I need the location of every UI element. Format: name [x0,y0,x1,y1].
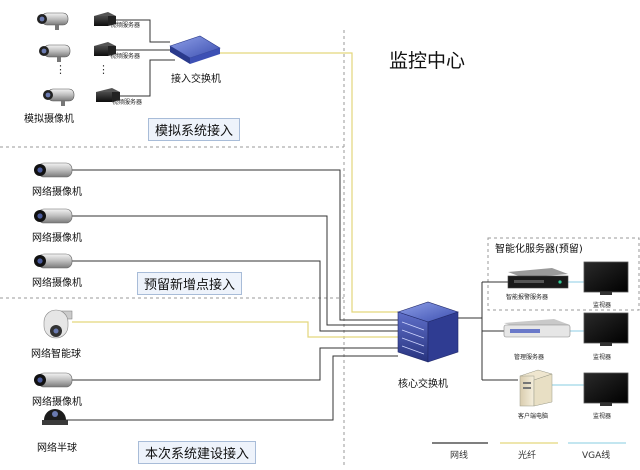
vga-cables [552,281,584,386]
core-switch-icon [397,301,459,363]
encoder-label-1: 视频服务器 [110,22,141,29]
network-camera-label-2: 网络摄像机 [32,233,82,244]
analog-camera-3-icon [43,88,75,106]
encoder-label-2: 视频服务器 [110,53,141,60]
monitor-label-1: 监视器 [593,302,612,309]
section-label-reserved: 预留新增点接入 [137,272,243,295]
encoder-ellipsis: ⋮ [98,63,109,76]
analog-camera-1-icon [37,12,69,30]
network-camera-1-icon [34,162,73,178]
network-camera-4-icon [34,372,73,388]
management-server-icon [503,319,571,338]
speed-dome-icon [43,309,73,339]
client-pc-icon [519,369,553,407]
core-switch-label: 核心交换机 [398,379,448,390]
network-camera-2-icon [34,208,73,224]
encoder-label-3: 视频服务器 [112,99,143,106]
monitor-1-icon [583,261,629,295]
legend-vga-label: VGA线 [582,451,611,461]
fiber-cables [72,52,398,338]
monitor-label-2: 监视器 [593,354,612,361]
client-pc-label: 客户端电脑 [518,413,549,420]
analog-camera-2-icon [39,44,71,62]
network-camera-3-icon [34,253,73,269]
monitor-3-icon [583,372,629,406]
monitoring-center-title: 监控中心 [389,50,466,72]
legend-fiber-label: 光纤 [518,451,537,461]
monitor-label-3: 监视器 [593,413,612,420]
section-label-current: 本次系统建设接入 [138,441,257,464]
camera-ellipsis: ⋮ [55,63,66,76]
monitor-2-icon [583,312,629,346]
half-dome-icon [42,409,68,425]
legend-network-label: 网线 [450,451,469,461]
network-cables [60,19,518,421]
access-switch-label: 接入交换机 [171,74,221,85]
half-dome-label: 网络半球 [37,443,77,454]
speed-dome-label: 网络智能球 [31,349,81,360]
management-server-label: 管理服务器 [514,354,545,361]
network-camera-label-4: 网络摄像机 [32,397,82,408]
network-camera-label-3: 网络摄像机 [32,278,82,289]
section-label-analog: 模拟系统接入 [148,118,241,141]
analog-camera-label: 模拟摄像机 [24,114,74,125]
alarm-server-label: 智能报警服务器 [506,294,549,301]
video-encoder-1-icon [94,12,116,26]
smart-server-group-label: 智能化服务器(预留) [495,244,583,255]
video-encoder-3-icon [96,88,120,102]
alarm-server-icon [507,268,569,289]
video-encoder-2-icon [94,42,116,56]
network-camera-label-1: 网络摄像机 [32,187,82,198]
access-switch-icon [169,35,221,64]
smart-server-group-box [487,237,640,311]
